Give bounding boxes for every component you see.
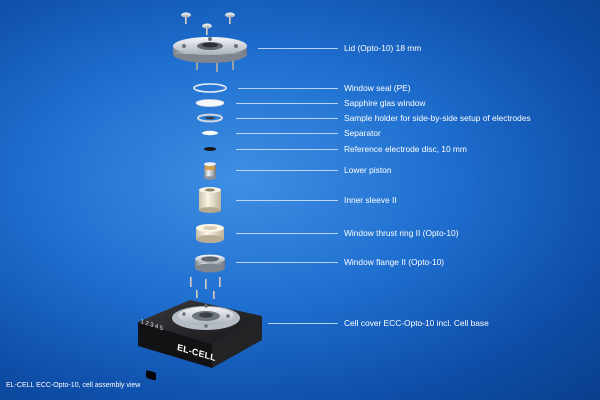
cell-base-part <box>138 300 262 381</box>
label-sapphire-window: Sapphire glas window <box>344 98 426 108</box>
label-reference-electrode: Reference electrode disc, 10 mm <box>344 144 467 154</box>
label-sample-holder: Sample holder for side-by-side setup of … <box>344 113 531 123</box>
leader-line <box>236 133 338 134</box>
sample-holder-part <box>197 113 223 123</box>
screw-icon <box>202 23 212 35</box>
lower-piston-part <box>204 162 216 180</box>
leader-line <box>236 262 338 263</box>
leader-line <box>236 118 338 119</box>
label-lid: Lid (Opto-10) 18 mm <box>344 43 422 53</box>
label-lower-piston: Lower piston <box>344 165 392 175</box>
label-window-seal: Window seal (PE) <box>344 83 411 93</box>
leader-line <box>236 170 338 171</box>
leader-line <box>236 149 338 150</box>
reference-electrode-part <box>204 147 216 151</box>
leader-line <box>258 48 338 49</box>
leader-line <box>236 200 338 201</box>
lid-part <box>173 37 247 72</box>
separator-part <box>202 130 218 136</box>
leader-line <box>268 323 338 324</box>
screw-icon <box>225 12 235 24</box>
screw-icon <box>181 12 191 24</box>
leader-line <box>238 88 338 89</box>
window-flange-part <box>195 254 225 273</box>
label-cell-cover: Cell cover ECC-Opto-10 incl. Cell base <box>344 318 489 328</box>
label-inner-sleeve: Inner sleeve II <box>344 195 397 205</box>
base-pins <box>190 277 221 299</box>
window-seal-part <box>193 83 227 93</box>
label-separator: Separator <box>344 128 381 138</box>
sapphire-window-part <box>195 99 225 107</box>
leader-line <box>236 233 338 234</box>
label-window-flange: Window flange II (Opto-10) <box>344 257 445 267</box>
inner-sleeve-part <box>199 187 221 213</box>
window-thrust-ring-part <box>196 224 224 243</box>
label-window-thrust-ring: Window thrust ring II (Opto-10) <box>344 228 459 238</box>
figure-caption: EL-CELL ECC-Opto-10, cell assembly view <box>6 382 141 389</box>
leader-line <box>236 103 338 104</box>
lid-screws <box>181 12 235 35</box>
